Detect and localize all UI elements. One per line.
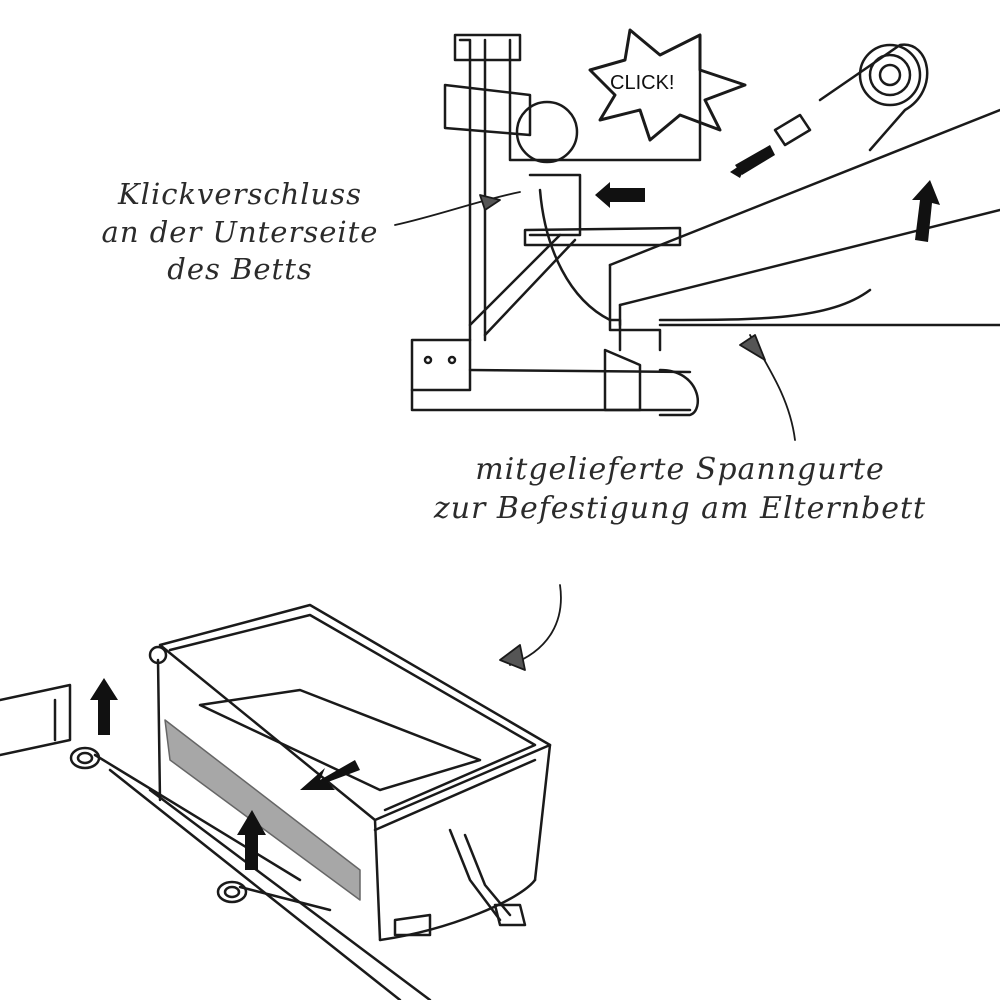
- click-starburst: [588, 28, 747, 142]
- straps-label: mitgelieferte Spanngurte zur Befestigung…: [380, 450, 980, 528]
- direction-arrows-top: [595, 145, 940, 242]
- direction-arrows-bottom: [90, 678, 360, 870]
- crib-basket: [148, 603, 552, 942]
- mesh-side-panel: [164, 719, 361, 901]
- click-lock-label: Klickverschluss an der Unterseite des Be…: [60, 176, 420, 289]
- parent-bed-side: [608, 108, 1000, 352]
- click-lock-label-line-3: des Betts: [167, 252, 313, 287]
- strap-roll: [773, 43, 929, 152]
- straps-label-line-1: mitgelieferte Spanngurte: [475, 452, 885, 487]
- strap-rolls-bottom: [69, 746, 527, 937]
- straps-label-line-2: zur Befestigung am Elternbett: [433, 491, 927, 526]
- click-starburst-text: CLICK!: [610, 72, 675, 94]
- pointer-lines: [394, 191, 796, 671]
- parent-bed-frame: [0, 683, 432, 1000]
- crib-frame-side-view: [410, 33, 702, 417]
- click-lock-label-line-1: Klickverschluss: [118, 177, 362, 211]
- click-lock-label-line-2: an der Unterseite: [101, 214, 379, 249]
